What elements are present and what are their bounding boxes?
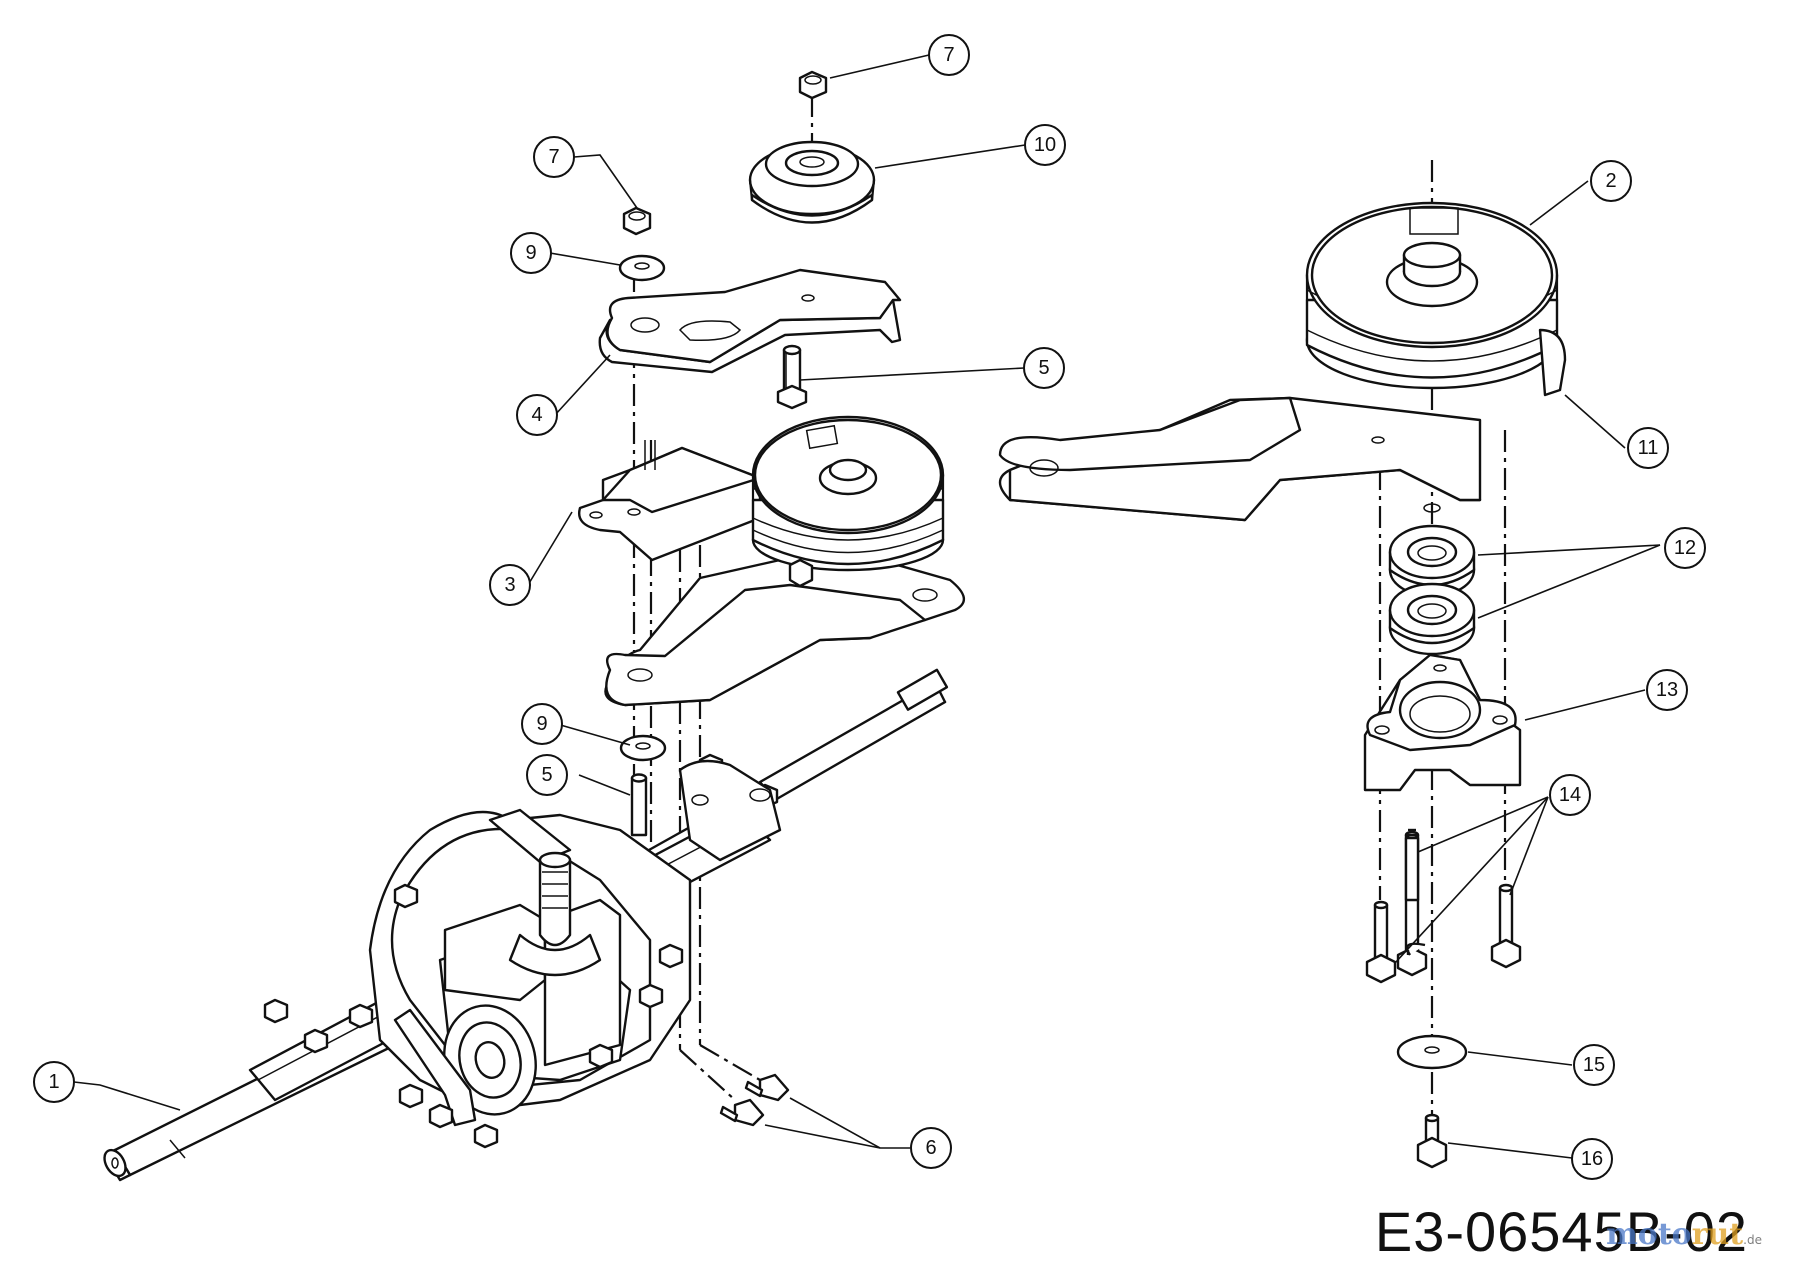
ball-bearings: [1388, 524, 1476, 656]
svg-text:5: 5: [541, 764, 552, 786]
svg-text:7: 7: [548, 146, 559, 168]
watermark-part-1: moto: [1606, 1217, 1692, 1252]
callout-7-top: 7: [928, 34, 970, 76]
callout-13: 13: [1646, 669, 1688, 711]
svg-text:4: 4: [531, 404, 542, 426]
svg-text:6: 6: [925, 1137, 936, 1159]
svg-text:10: 10: [1034, 134, 1056, 156]
hub-bolts: [1365, 828, 1522, 984]
large-washer: [1396, 1034, 1468, 1070]
hex-nut-left: [622, 206, 652, 236]
svg-text:3: 3: [504, 574, 515, 596]
svg-text:15: 15: [1583, 1054, 1605, 1076]
callout-2: 2: [1590, 160, 1632, 202]
idler-bracket-arm: [598, 268, 902, 374]
callout-7-left: 7: [533, 136, 575, 178]
large-drive-pulley: [1305, 201, 1567, 397]
callout-5-upper: 5: [1023, 347, 1065, 389]
callout-5-lower: 5: [526, 754, 568, 796]
svg-text:11: 11: [1638, 437, 1659, 459]
callout-3: 3: [489, 564, 531, 606]
svg-text:5: 5: [1038, 357, 1049, 379]
svg-text:2: 2: [1605, 170, 1616, 192]
callout-9-upper: 9: [510, 232, 552, 274]
callout-1: 1: [33, 1061, 75, 1103]
svg-text:1: 1: [48, 1071, 59, 1093]
callout-bubbles: 1 2 3 4 5 5 6 7 7 9 9 10 11 12 13 14 15 …: [33, 34, 1706, 1180]
svg-text:9: 9: [536, 713, 547, 735]
callout-12: 12: [1664, 527, 1706, 569]
drawing-reference-code: E3-06545B-02: [1374, 1200, 1748, 1263]
svg-text:12: 12: [1674, 537, 1696, 559]
callout-15: 15: [1573, 1044, 1615, 1086]
hex-bolts-pair: [719, 1073, 790, 1127]
washer-lower: [619, 734, 667, 762]
svg-text:14: 14: [1559, 784, 1581, 806]
callout-10: 10: [1024, 124, 1066, 166]
callout-9-lower: 9: [521, 703, 563, 745]
watermark-logo: motorut.de: [1606, 1217, 1762, 1252]
callout-14: 14: [1549, 774, 1591, 816]
shoulder-bolt-lower: [630, 773, 648, 837]
hex-nut-top: [798, 70, 828, 100]
watermark-tld: .de: [1743, 1233, 1762, 1247]
transaxle-assembly: [103, 668, 949, 1182]
right-idler-arm: [998, 396, 1482, 522]
callout-4: 4: [516, 394, 558, 436]
svg-text:13: 13: [1656, 679, 1678, 701]
watermark-part-2: rut: [1691, 1217, 1744, 1252]
center-bolt: [1416, 1113, 1448, 1169]
callout-11: 11: [1627, 427, 1669, 469]
center-pulley-assembly: [604, 415, 965, 707]
mounting-plate: [578, 440, 762, 562]
callout-6: 6: [910, 1127, 952, 1169]
idler-pulley-small: [748, 140, 876, 224]
callout-leaders: [73, 54, 1661, 1159]
svg-text:9: 9: [525, 242, 536, 264]
callout-16: 16: [1571, 1138, 1613, 1180]
shoulder-bolt-upper: [776, 344, 808, 410]
svg-text:16: 16: [1581, 1148, 1603, 1170]
washer-upper: [618, 254, 666, 282]
svg-text:7: 7: [943, 44, 954, 66]
bearing-hub-housing: [1363, 653, 1522, 792]
